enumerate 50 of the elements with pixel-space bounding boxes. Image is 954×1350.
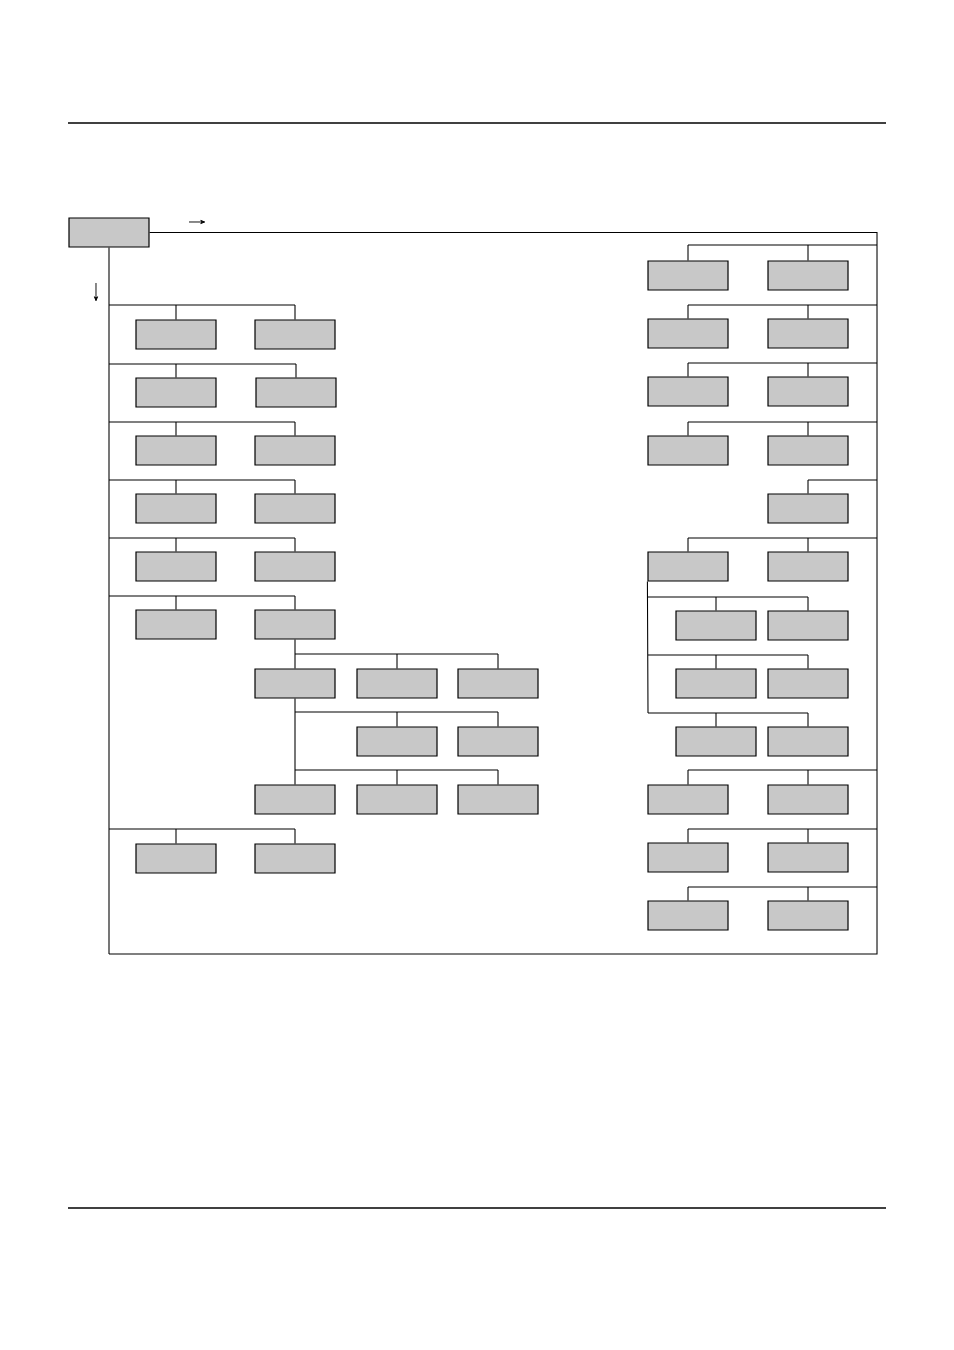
empty-box [135, 319, 217, 350]
empty-box [647, 260, 729, 291]
empty-box [767, 726, 849, 757]
empty-box [647, 842, 729, 873]
empty-box [135, 435, 217, 466]
empty-box [254, 435, 336, 466]
empty-box [675, 726, 757, 757]
empty-box [767, 784, 849, 815]
empty-box [457, 784, 539, 815]
empty-box [457, 668, 539, 699]
empty-box [647, 551, 729, 582]
empty-box [135, 843, 217, 874]
connector-line [646, 581, 809, 727]
empty-box [254, 668, 336, 699]
empty-box [356, 726, 438, 757]
empty-box [135, 609, 217, 640]
empty-box [254, 843, 336, 874]
empty-box [254, 784, 336, 815]
empty-box [135, 551, 217, 582]
empty-box [647, 435, 729, 466]
empty-box [767, 318, 849, 349]
empty-box [767, 493, 849, 524]
empty-box [767, 376, 849, 407]
empty-box [675, 668, 757, 699]
empty-box [68, 217, 150, 248]
empty-box [254, 551, 336, 582]
empty-box [254, 493, 336, 524]
empty-box [767, 435, 849, 466]
empty-box [457, 726, 539, 757]
connector-line [294, 639, 499, 669]
empty-box [647, 900, 729, 931]
empty-box [135, 493, 217, 524]
empty-box [767, 900, 849, 931]
empty-box [356, 784, 438, 815]
empty-box [254, 609, 336, 640]
empty-box [767, 610, 849, 641]
empty-box [675, 610, 757, 641]
empty-box [767, 668, 849, 699]
empty-box [767, 842, 849, 873]
empty-box [647, 318, 729, 349]
empty-box [647, 784, 729, 815]
connector-line [108, 231, 878, 955]
empty-box [767, 551, 849, 582]
empty-box [356, 668, 438, 699]
empty-box [767, 260, 849, 291]
empty-box [135, 377, 217, 408]
empty-box [255, 377, 337, 408]
connector-line [294, 698, 499, 785]
empty-box [647, 376, 729, 407]
empty-box [254, 319, 336, 350]
